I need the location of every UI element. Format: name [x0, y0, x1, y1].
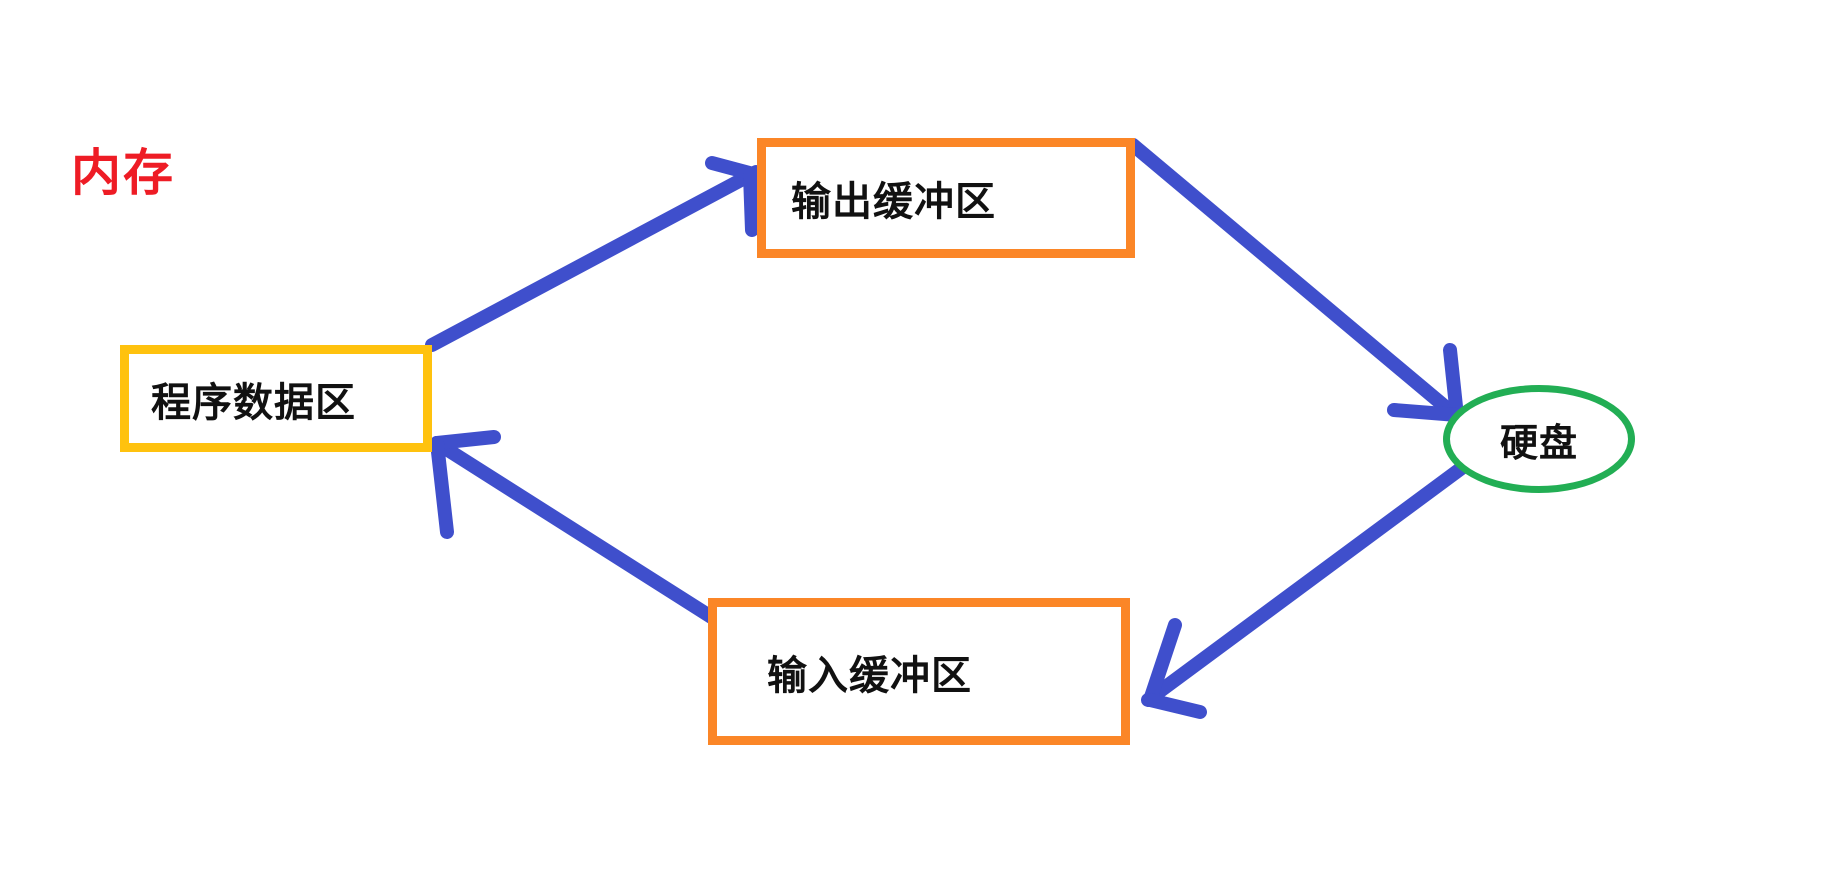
edge-program-data-to-output-buffer	[425, 156, 764, 352]
edge-hard-disk-to-input-buffer	[1141, 460, 1470, 719]
arrowhead-lower-barb	[1143, 693, 1207, 719]
arrowhead-upper-barb	[1443, 343, 1464, 423]
node-hard-disk[interactable]: 硬盘	[1443, 385, 1635, 493]
edge-line	[1126, 138, 1462, 422]
edge-line	[425, 165, 763, 352]
edge-line	[1141, 460, 1470, 707]
arrowhead-upper-barb	[1143, 618, 1182, 707]
edge-input-buffer-to-program-data	[430, 430, 723, 627]
node-program-data[interactable]: 程序数据区	[120, 345, 432, 452]
edge-output-buffer-to-hard-disk	[1126, 138, 1464, 423]
arrowhead-lower-barb	[430, 436, 454, 539]
node-input-buffer-label: 输入缓冲区	[767, 652, 972, 699]
node-input-buffer[interactable]: 输入缓冲区	[708, 598, 1130, 745]
memory-title-label: 内存	[71, 144, 175, 202]
arrowhead-lower-barb	[1387, 403, 1464, 422]
node-program-data-label: 程序数据区	[151, 379, 356, 426]
node-output-buffer-label: 输出缓冲区	[791, 179, 996, 225]
arrowhead-lower-barb	[743, 168, 759, 237]
node-hard-disk-label: 硬盘	[1499, 420, 1578, 465]
arrowhead-upper-barb	[430, 430, 501, 450]
edge-line	[430, 436, 723, 627]
node-output-buffer[interactable]: 输出缓冲区	[757, 138, 1135, 258]
